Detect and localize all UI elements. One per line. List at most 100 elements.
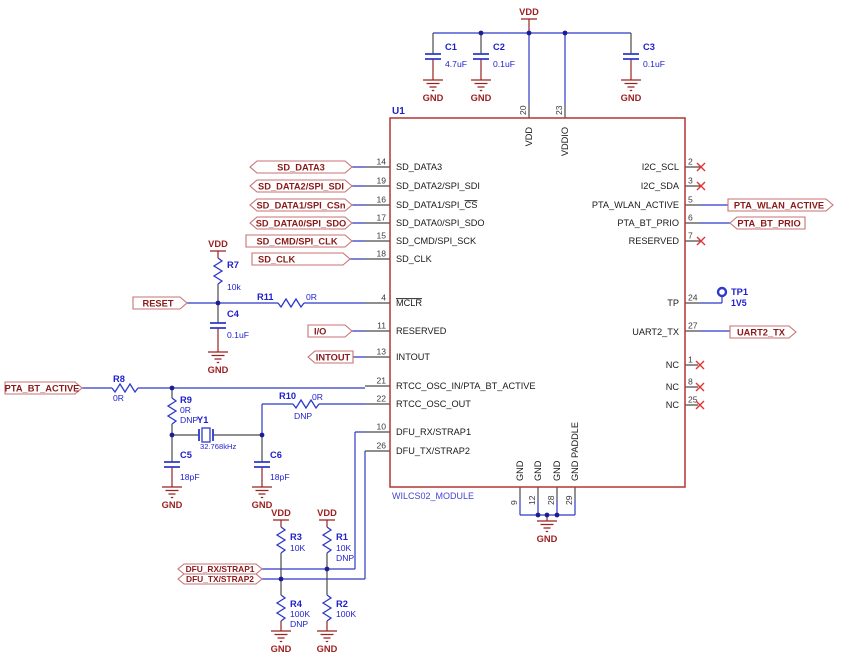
svg-text:DFU_RX/STRAP1: DFU_RX/STRAP1	[396, 427, 471, 437]
net-flag-pta-bt-active: PTA_BT_ACTIVE	[4, 381, 83, 395]
svg-text:10K: 10K	[336, 543, 352, 553]
svg-text:12: 12	[527, 495, 537, 505]
svg-text:SD_DATA0/SPI_SDO: SD_DATA0/SPI_SDO	[256, 218, 347, 228]
svg-text:VDD: VDD	[524, 127, 534, 147]
resistor-r11: R11 0R	[257, 292, 317, 308]
svg-text:10K: 10K	[290, 543, 306, 553]
net-flag-sd-data3: SD_DATA3	[249, 160, 353, 174]
svg-text:GND PADDLE: GND PADDLE	[570, 422, 580, 481]
svg-text:18: 18	[376, 249, 386, 259]
svg-text:6: 6	[688, 213, 693, 223]
svg-text:25: 25	[688, 395, 698, 405]
svg-text:GND: GND	[552, 460, 562, 481]
svg-text:SD_CMD/SPI_SCK: SD_CMD/SPI_SCK	[396, 236, 477, 246]
resistor-r2: R2 100K	[322, 594, 356, 622]
svg-text:R2: R2	[336, 599, 348, 609]
svg-text:GND: GND	[271, 644, 292, 654]
resistor-r7: R7 10k	[213, 257, 242, 292]
capacitor-c4: C4 0.1uF	[209, 309, 249, 340]
svg-text:SD_CLK: SD_CLK	[258, 254, 295, 264]
gnd-symbol-c3: GND	[620, 79, 642, 103]
svg-text:NC: NC	[666, 382, 680, 392]
svg-text:Y1: Y1	[197, 415, 208, 425]
svg-text:SD_DATA2/SPI_SDI: SD_DATA2/SPI_SDI	[396, 181, 480, 191]
svg-text:C1: C1	[445, 42, 457, 52]
no-connect-marks	[695, 162, 706, 410]
svg-text:VDD: VDD	[271, 508, 291, 518]
capacitor-c6: C6 18pF	[253, 450, 290, 482]
svg-text:NC: NC	[666, 360, 680, 370]
chip-u1: U1 WILCS02_MODULE	[389, 106, 686, 501]
net-flag-dfu-tx: DFU_TX/STRAP2	[177, 573, 263, 585]
pin-stubs	[171, 33, 700, 595]
right-pin-numbers: 2 3 5 6 7 24 27 1 8 25	[688, 157, 698, 405]
net-flag-sd-data2: SD_DATA2/SPI_SDI	[249, 179, 353, 193]
svg-text:TP1: TP1	[731, 287, 748, 297]
chip-part-name: WILCS02_MODULE	[392, 491, 474, 501]
svg-text:DNP: DNP	[336, 553, 354, 563]
svg-text:5: 5	[688, 195, 693, 205]
svg-text:R7: R7	[227, 260, 239, 270]
svg-text:GND: GND	[162, 500, 183, 510]
svg-text:GND: GND	[317, 644, 338, 654]
svg-text:RTCC_OSC_IN/PTA_BT_ACTIVE: RTCC_OSC_IN/PTA_BT_ACTIVE	[396, 381, 536, 391]
svg-text:24: 24	[688, 293, 698, 303]
svg-text:GND: GND	[208, 365, 229, 375]
svg-text:GND: GND	[533, 460, 543, 481]
net-flags: SD_DATA3 SD_DATA2/SPI_SDI SD_DATA1/SPI_C…	[4, 160, 834, 585]
svg-text:GND: GND	[621, 93, 642, 103]
svg-text:1: 1	[688, 355, 693, 365]
net-flag-pta-bt-prio: PTA_BT_PRIO	[729, 216, 806, 230]
crystal-y1: Y1 32.768kHz	[197, 415, 237, 451]
svg-text:SD_DATA3: SD_DATA3	[396, 162, 442, 172]
svg-text:GND: GND	[423, 93, 444, 103]
svg-text:GND: GND	[252, 500, 273, 510]
svg-text:UART2_TX: UART2_TX	[737, 327, 786, 337]
gnd-symbol-c5: GND	[161, 486, 183, 510]
svg-text:18pF: 18pF	[180, 472, 200, 482]
svg-text:C2: C2	[493, 42, 505, 52]
svg-text:4.7uF: 4.7uF	[445, 59, 467, 69]
top-pins: 20 23 VDD VDDIO	[518, 105, 570, 156]
svg-text:28: 28	[546, 495, 556, 505]
svg-text:SD_DATA3: SD_DATA3	[277, 162, 325, 172]
svg-text:R10: R10	[279, 391, 296, 401]
svg-text:11: 11	[377, 321, 386, 331]
svg-text:PTA_WLAN_ACTIVE: PTA_WLAN_ACTIVE	[734, 200, 824, 210]
svg-text:RESERVED: RESERVED	[396, 326, 447, 336]
left-pin-names: SD_DATA3 SD_DATA2/SPI_SDI SD_DATA1/SPI_C…	[396, 162, 536, 456]
svg-text:DNP: DNP	[294, 411, 312, 421]
svg-text:GND: GND	[537, 534, 558, 544]
gnd-symbol-c4: GND	[207, 351, 229, 375]
capacitor-c1: C1 4.7uF	[424, 42, 467, 69]
capacitor-c3: C3 0.1uF	[622, 42, 665, 69]
svg-text:19: 19	[376, 176, 386, 186]
gnd-symbol-c1: GND	[422, 79, 444, 103]
svg-text:C6: C6	[270, 450, 282, 460]
resistor-r10: R10 0R DNP	[279, 391, 323, 421]
svg-text:UART2_TX: UART2_TX	[632, 327, 679, 337]
svg-text:GND: GND	[471, 93, 492, 103]
resistor-r9: R9 0R DNP	[167, 395, 198, 425]
capacitor-c2: C2 0.1uF	[472, 42, 515, 69]
svg-text:VDD: VDD	[317, 508, 337, 518]
svg-text:RESERVED: RESERVED	[629, 236, 680, 246]
svg-text:100K: 100K	[336, 609, 356, 619]
svg-text:0.1uF: 0.1uF	[493, 59, 515, 69]
svg-text:SD_CMD/SPI_CLK: SD_CMD/SPI_CLK	[256, 236, 337, 246]
svg-text:16: 16	[376, 195, 386, 205]
gnd-symbol-chip: GND	[536, 520, 558, 544]
svg-text:8: 8	[688, 377, 693, 387]
svg-text:23: 23	[554, 105, 564, 115]
svg-text:VDD: VDD	[208, 239, 228, 249]
vdd-symbol-r1: VDD	[317, 508, 337, 528]
svg-text:RTCC_OSC_OUT: RTCC_OSC_OUT	[396, 399, 471, 409]
svg-text:PTA_BT_ACTIVE: PTA_BT_ACTIVE	[5, 383, 80, 393]
svg-text:0R: 0R	[312, 392, 323, 402]
svg-text:TP: TP	[667, 298, 679, 308]
svg-text:GND: GND	[515, 460, 525, 481]
net-flag-pta-wlan-active: PTA_WLAN_ACTIVE	[727, 198, 834, 212]
svg-text:MCLR: MCLR	[396, 298, 422, 308]
svg-text:I2C_SDA: I2C_SDA	[641, 181, 680, 191]
resistor-r3: R3 10K	[276, 526, 306, 554]
